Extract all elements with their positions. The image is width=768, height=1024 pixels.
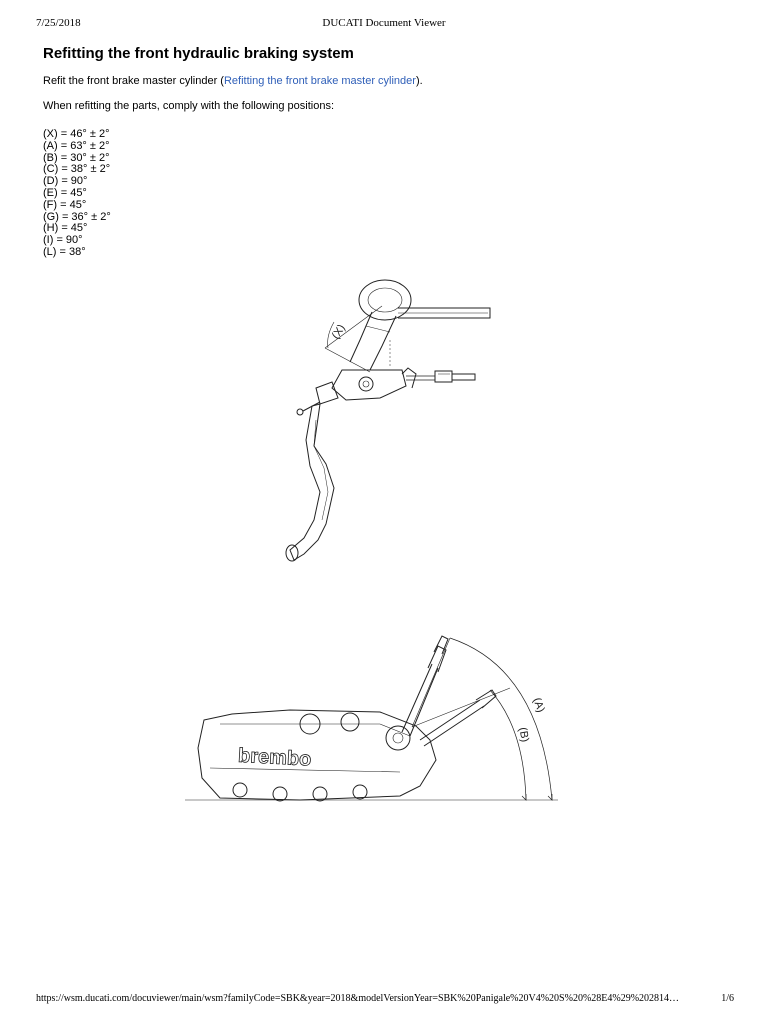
print-date: 7/25/2018 bbox=[36, 17, 81, 29]
angle-a-label: (A) bbox=[530, 696, 546, 714]
position-item: (X) = 46° ± 2° bbox=[43, 128, 110, 140]
intro-paragraph: Refit the front brake master cylinder (R… bbox=[43, 75, 423, 87]
brembo-logo-text: brembo bbox=[237, 745, 311, 771]
positions-list: (X) = 46° ± 2° (A) = 63° ± 2° (B) = 30° … bbox=[43, 128, 111, 259]
position-item: (C) = 38° ± 2° bbox=[43, 163, 111, 176]
position-item: (D) = 90° bbox=[43, 175, 88, 188]
position-item: (A) = 63° ± 2° bbox=[43, 139, 110, 152]
position-item: (E) = 45° bbox=[43, 186, 87, 199]
master-cylinder-lever-figure: (X) bbox=[285, 279, 491, 562]
position-item: (L) = 38° bbox=[43, 245, 86, 258]
document-viewer-title: DUCATI Document Viewer bbox=[322, 17, 446, 29]
master-cylinder-link[interactable]: Refitting the front brake master cylinde… bbox=[223, 75, 416, 87]
instruction-paragraph: When refitting the parts, comply with th… bbox=[43, 100, 335, 112]
position-item: (F) = 45° bbox=[43, 198, 87, 211]
position-item: (B) = 30° ± 2° bbox=[43, 151, 110, 164]
page-number: 1/6 bbox=[721, 993, 734, 1004]
brembo-caliper-figure: (A) (B) brembo bbox=[185, 635, 558, 802]
intro-prefix: Refit the front brake master cylinder ( bbox=[43, 75, 224, 87]
page-url: https://wsm.ducati.com/docuviewer/main/w… bbox=[36, 993, 680, 1004]
section-title: Refitting the front hydraulic braking sy… bbox=[43, 45, 354, 62]
position-item: (I) = 90° bbox=[43, 234, 83, 247]
position-item: (H) = 45° bbox=[43, 222, 88, 235]
angle-b-label: (B) bbox=[516, 726, 530, 743]
intro-suffix: ). bbox=[415, 75, 423, 87]
position-item: (G) = 36° ± 2° bbox=[43, 210, 111, 223]
